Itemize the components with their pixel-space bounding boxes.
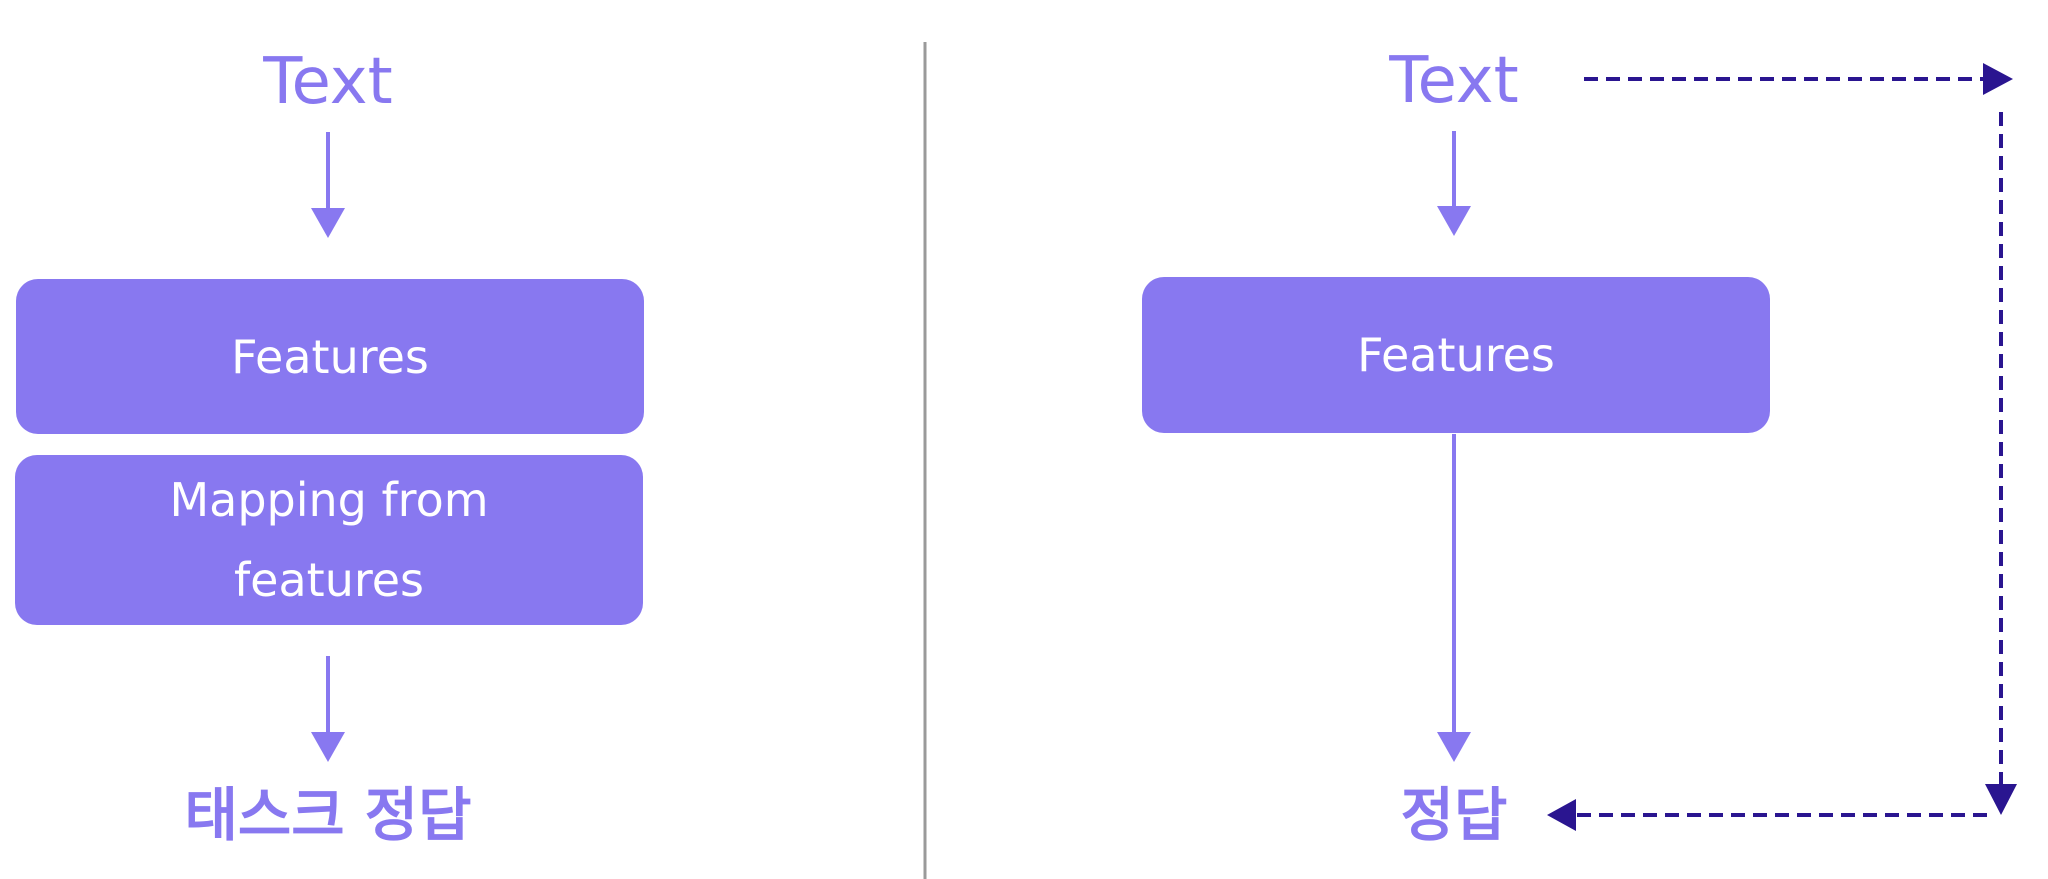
dashed-loop-arrow [1547,63,2017,831]
right-arrow-features-to-output [1437,434,1471,762]
left-output-label: 태스크 정답 [184,781,472,849]
left-arrow-mapping-to-output [311,656,345,762]
left-mapping-box: Mapping from features [15,455,643,625]
right-arrow-text-to-features [1437,131,1471,236]
dashed-arrowhead-down [1985,784,2017,815]
left-arrow-text-to-features [311,132,345,238]
dashed-arrowhead-right [1983,63,2013,95]
left-features-box: Features [16,279,644,434]
right-output-label: 정답 [1400,781,1508,849]
left-input-label: Text [263,45,393,119]
right-input-label: Text [1389,44,1519,118]
dashed-arrowhead-left [1547,799,1576,831]
right-features-box: Features [1142,277,1770,433]
